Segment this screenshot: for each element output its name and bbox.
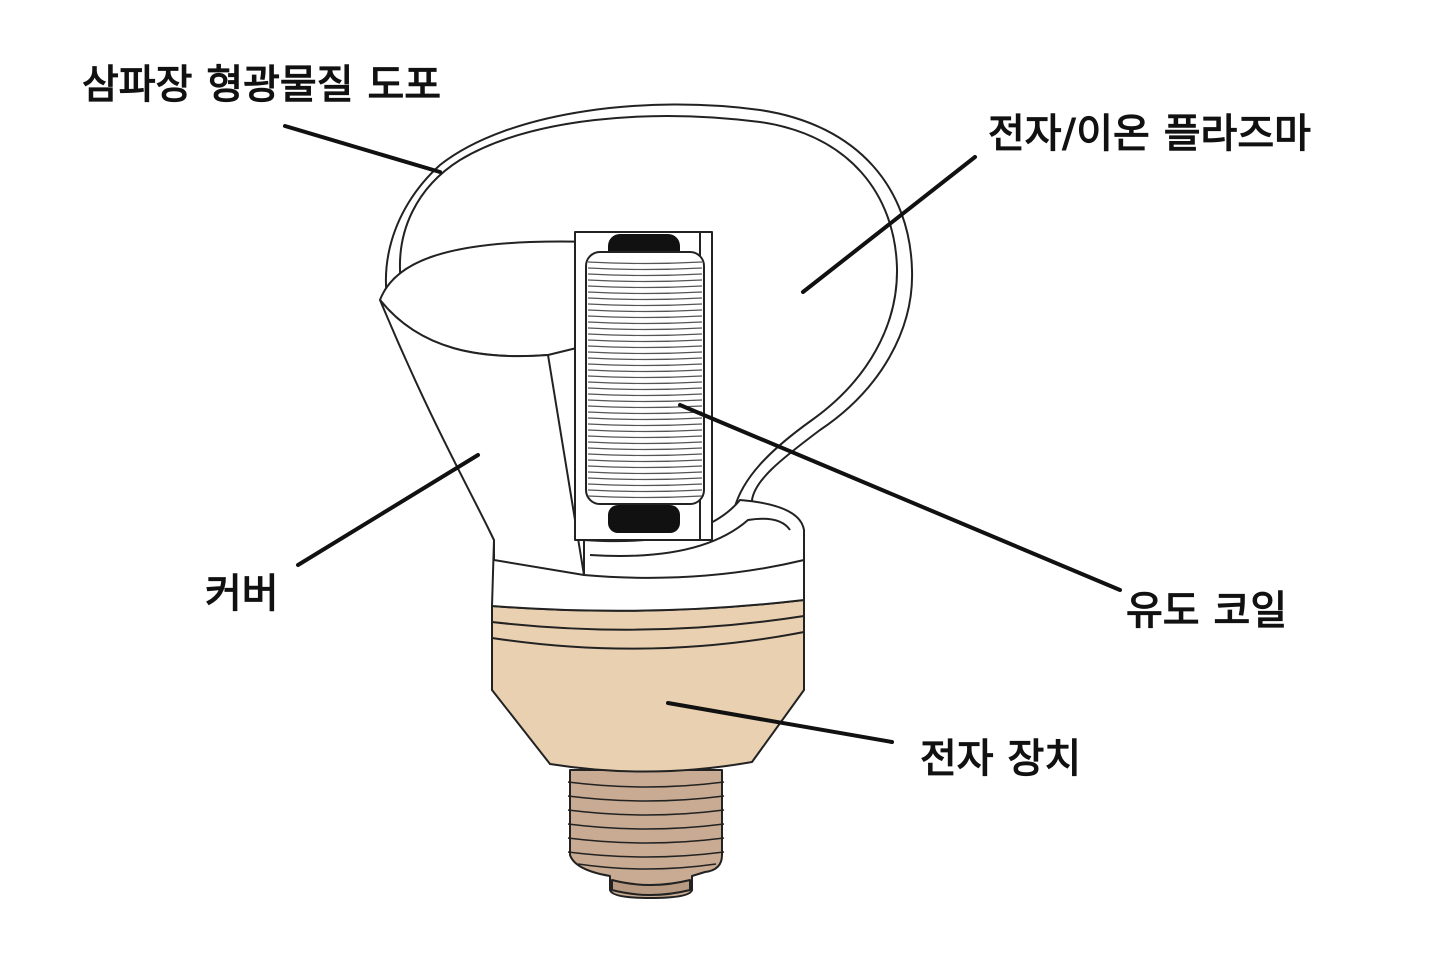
leader-electronics xyxy=(666,701,894,744)
coil-winding-line xyxy=(587,345,703,349)
coil-winding-line xyxy=(587,291,703,295)
coil-winding-line xyxy=(587,303,703,307)
coil-winding-line xyxy=(587,273,703,277)
coil-winding-line xyxy=(587,339,703,343)
coil-winding-line xyxy=(587,267,703,271)
coil-winding-line xyxy=(587,279,703,283)
coil-winding-line xyxy=(587,459,703,463)
coil-assembly xyxy=(574,231,805,579)
coil-winding-line xyxy=(587,309,703,313)
screw-base xyxy=(567,769,725,899)
leader-coil xyxy=(678,403,1122,592)
coil-winding-line xyxy=(587,465,703,469)
label-phosphor-coating: 삼파장 형광물질 도포 xyxy=(82,62,441,108)
coil-winding-line xyxy=(587,453,703,457)
leader-plasma xyxy=(801,155,977,294)
coil-winding-line xyxy=(587,369,703,373)
coil-winding-line xyxy=(587,417,703,421)
coil-winding-line xyxy=(587,333,703,337)
coil-lines xyxy=(587,261,703,499)
coil-winding-line xyxy=(587,297,703,301)
coil-winding-line xyxy=(587,375,703,379)
label-cover: 커버 xyxy=(205,571,279,617)
coil-winding-line xyxy=(587,489,703,493)
coil-winding-line xyxy=(587,321,703,325)
label-electronics: 전자 장치 xyxy=(920,736,1081,782)
coil-winding-line xyxy=(587,429,703,433)
coil-winding-line xyxy=(587,447,703,451)
coil-winding-line xyxy=(587,471,703,475)
coil-winding-line xyxy=(587,261,703,265)
leader-phosphor xyxy=(283,124,442,174)
label-induction-coil: 유도 코일 xyxy=(1126,588,1287,634)
coil-winding-line xyxy=(587,483,703,487)
coil-winding-line xyxy=(587,405,703,409)
coil-winding-line xyxy=(587,495,703,499)
core-cap-bottom xyxy=(608,505,680,533)
coil-winding-line xyxy=(587,381,703,385)
coil-winding-line xyxy=(587,393,703,397)
coil-winding-line xyxy=(587,363,703,367)
coil-winding-line xyxy=(587,285,703,289)
leader-cover xyxy=(296,453,480,567)
coil-winding-line xyxy=(587,357,703,361)
screw-threads xyxy=(567,781,725,870)
coil-winding-line xyxy=(587,441,703,445)
coil-winding-line xyxy=(587,327,703,331)
coil-winding-line xyxy=(587,387,703,391)
coil-winding-line xyxy=(587,411,703,415)
coil-winding-line xyxy=(587,315,703,319)
coil-winding-line xyxy=(587,435,703,439)
coil-winding-line xyxy=(587,399,703,403)
coil-winding-line xyxy=(587,351,703,355)
label-plasma: 전자/이온 플라즈마 xyxy=(988,111,1311,157)
coil-winding-line xyxy=(587,477,703,481)
coil-winding-line xyxy=(587,423,703,427)
electronics-housing xyxy=(491,599,805,773)
